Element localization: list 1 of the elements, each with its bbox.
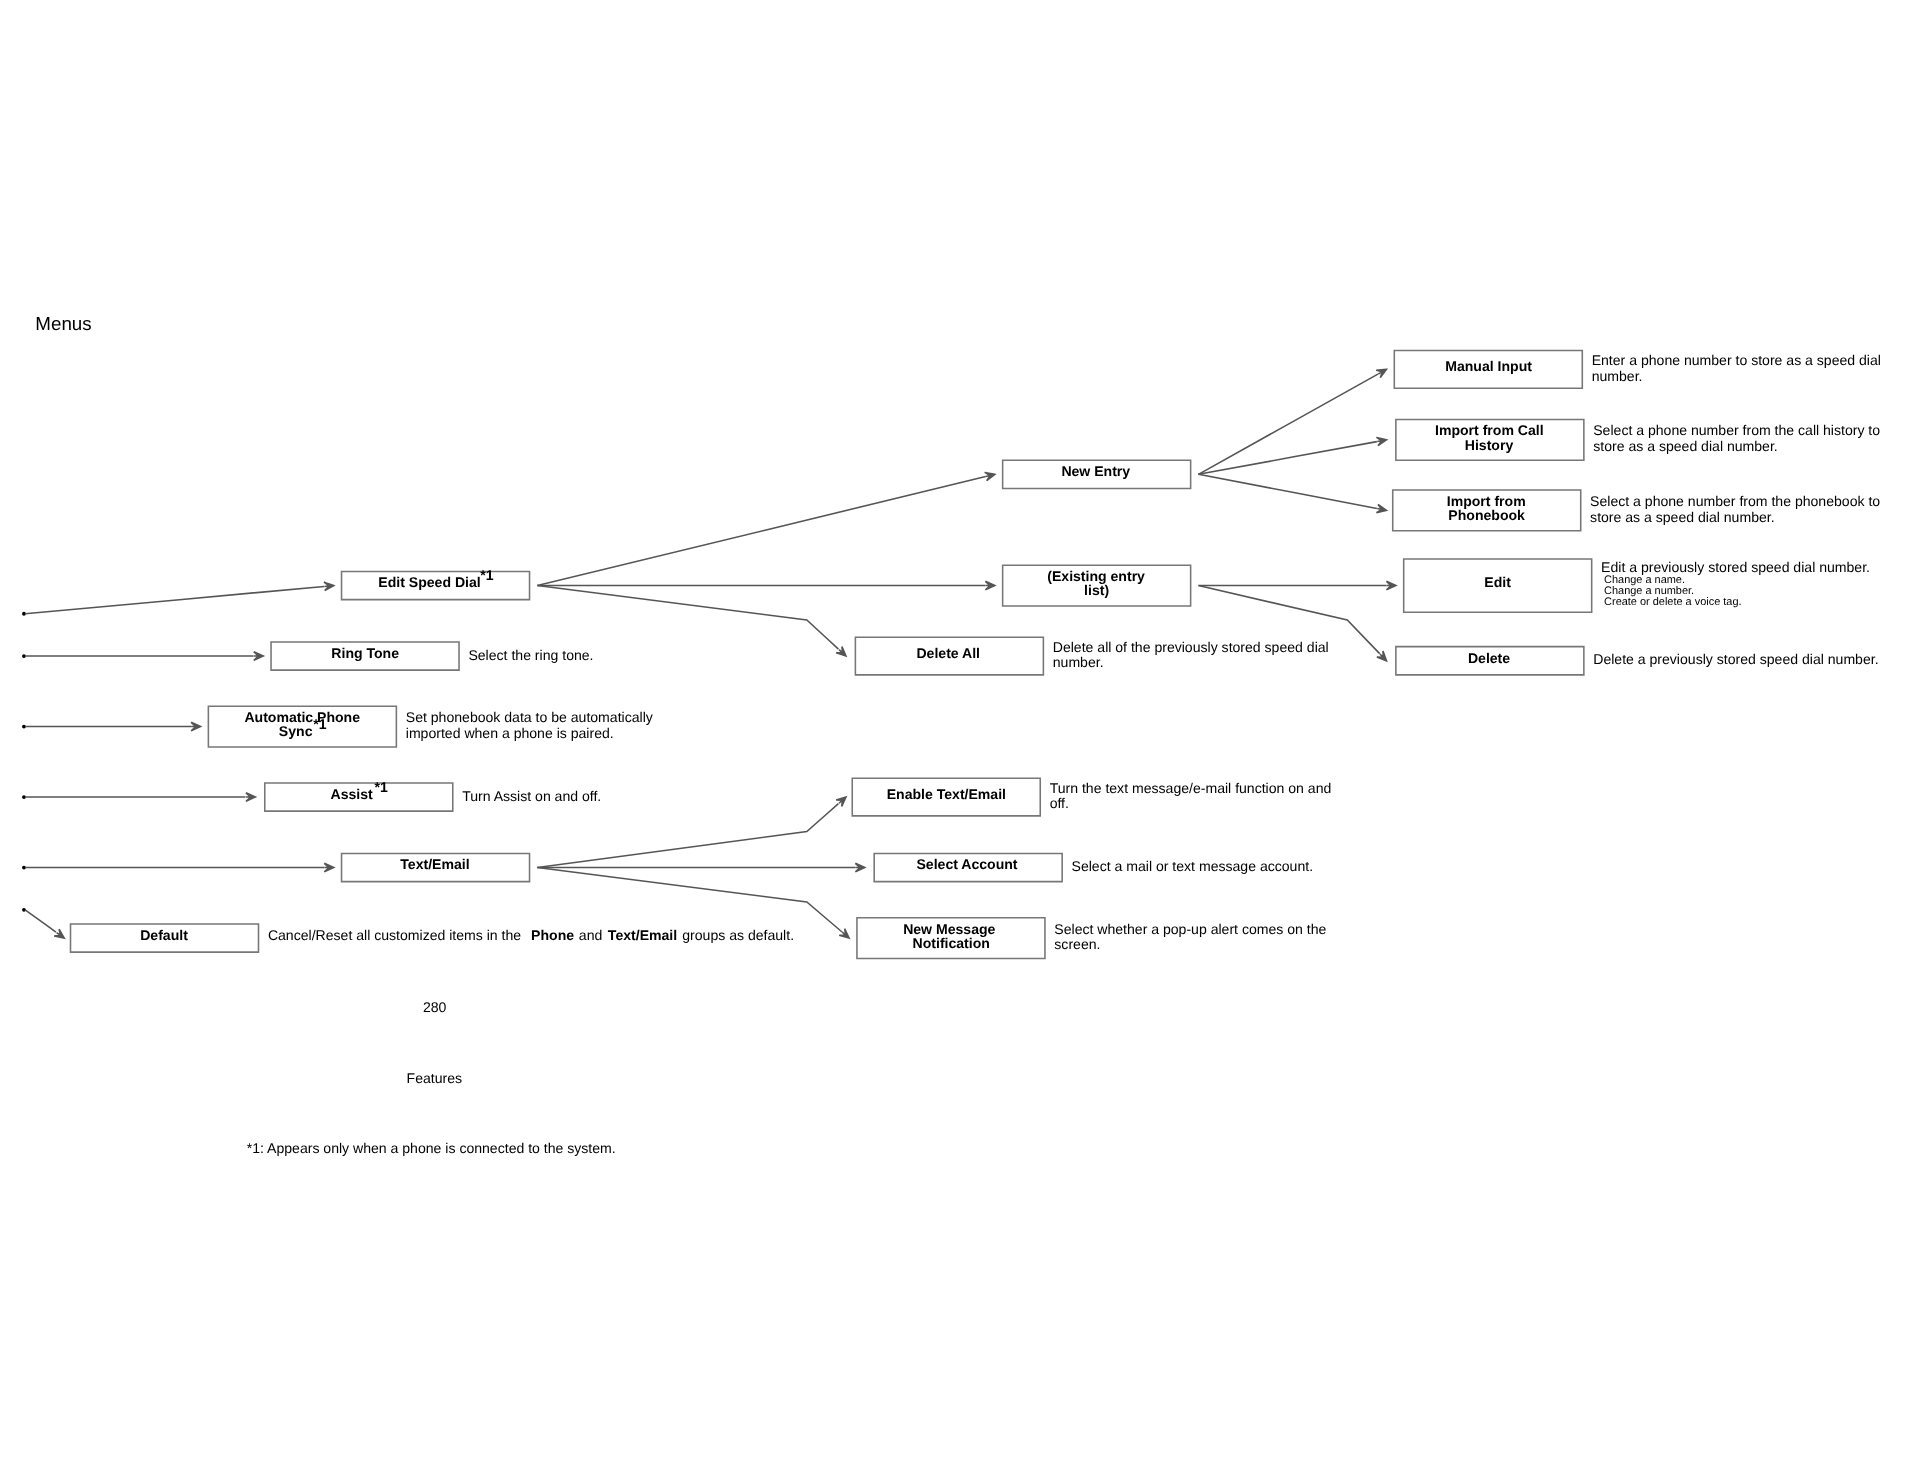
diagram-title: Menus: [35, 310, 92, 333]
